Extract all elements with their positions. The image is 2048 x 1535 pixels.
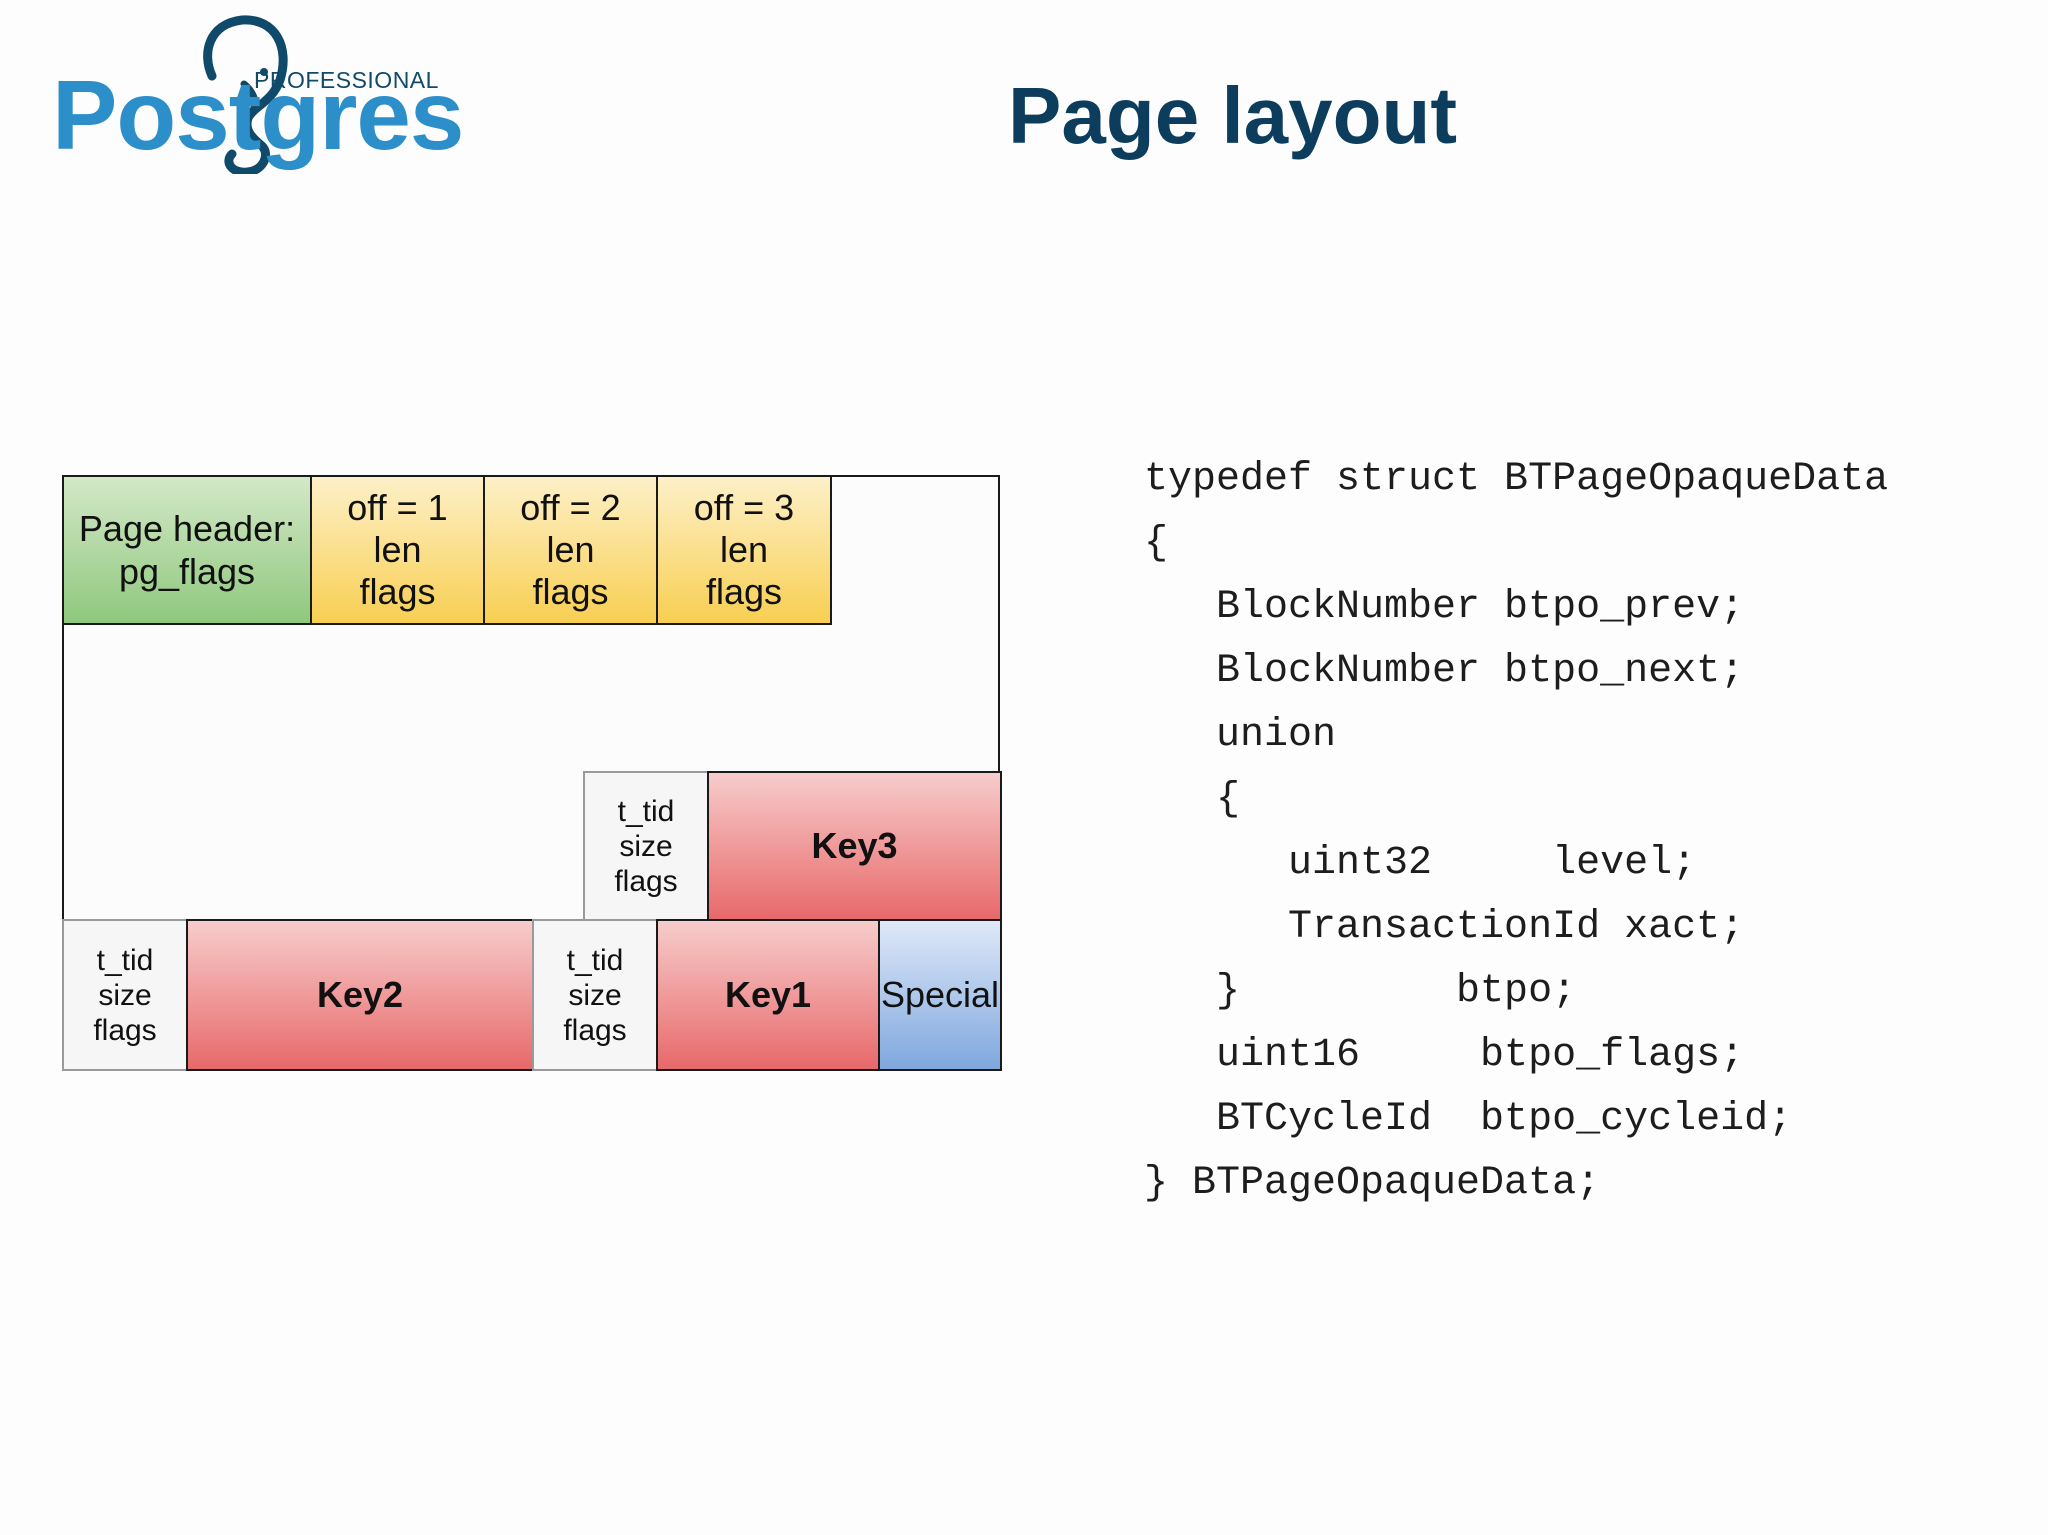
postgres-professional-logo: PROFESSIONAL Postgres [52,15,464,178]
special-space: Special [878,919,1002,1071]
code-line: BlockNumber btpo_next; [1144,649,1745,694]
btpageopaquedata-struct-code: typedef struct BTPageOpaqueData { BlockN… [1144,448,1888,1216]
code-line: BTCycleId btpo_cycleid; [1144,1097,1793,1142]
line-pointer-offset: off = 2 [520,487,621,528]
tuple-header-size: size [568,978,622,1012]
tuple-header-flags: flags [93,1013,157,1047]
line-pointer-2: off = 2 len flags [483,475,658,625]
page-layout-diagram: Page header: pg_flags off = 1 len flags … [62,475,1002,1071]
line-pointer-flags: flags [705,571,783,612]
code-line: { [1144,777,1241,822]
tuple-header-size: size [98,978,152,1012]
key3-tuple: Key3 [707,771,1002,921]
tuple-header-1: t_tid size flags [532,919,658,1071]
tuple-header-flags: flags [563,1013,627,1047]
key1-tuple: Key1 [656,919,880,1071]
key2-tuple: Key2 [186,919,534,1071]
code-line: uint16 btpo_flags; [1144,1033,1745,1078]
code-line: TransactionId xact; [1144,905,1745,950]
line-pointer-flags: flags [532,571,609,612]
code-line: typedef struct BTPageOpaqueData [1144,457,1889,502]
page-header-field: pg_flags [118,551,256,592]
code-line: BlockNumber btpo_prev; [1144,585,1745,630]
line-pointer-offset: off = 3 [693,487,795,528]
page-header-block: Page header: pg_flags [62,475,312,625]
logo-wordmark: Postgres [52,60,464,170]
code-line: } BTPageOpaqueData; [1144,1161,1601,1206]
line-pointer-3: off = 3 len flags [656,475,832,625]
code-line: uint32 level; [1144,841,1697,886]
tuple-header-tid: t_tid [96,943,154,977]
page-header-label: Page header: [78,508,296,549]
tuple-header-tid: t_tid [617,794,675,828]
elephant-icon [203,15,288,174]
page-title: Page layout [1008,71,1458,160]
tuple-header-size: size [619,829,673,863]
tuple-header-2: t_tid size flags [62,919,188,1071]
code-line: union [1144,713,1337,758]
line-pointer-1: off = 1 len flags [310,475,485,625]
tuple-header-3: t_tid size flags [583,771,709,921]
line-pointer-len: len [373,529,422,570]
logo-subtitle: PROFESSIONAL [254,67,439,93]
line-pointer-len: len [546,529,595,570]
line-pointer-len: len [719,529,769,570]
tuple-header-flags: flags [614,864,678,898]
line-pointer-flags: flags [359,571,436,612]
tuple-header-tid: t_tid [566,943,624,977]
code-line: { [1144,521,1169,566]
line-pointer-offset: off = 1 [347,487,448,528]
code-line: } btpo; [1144,969,1577,1014]
